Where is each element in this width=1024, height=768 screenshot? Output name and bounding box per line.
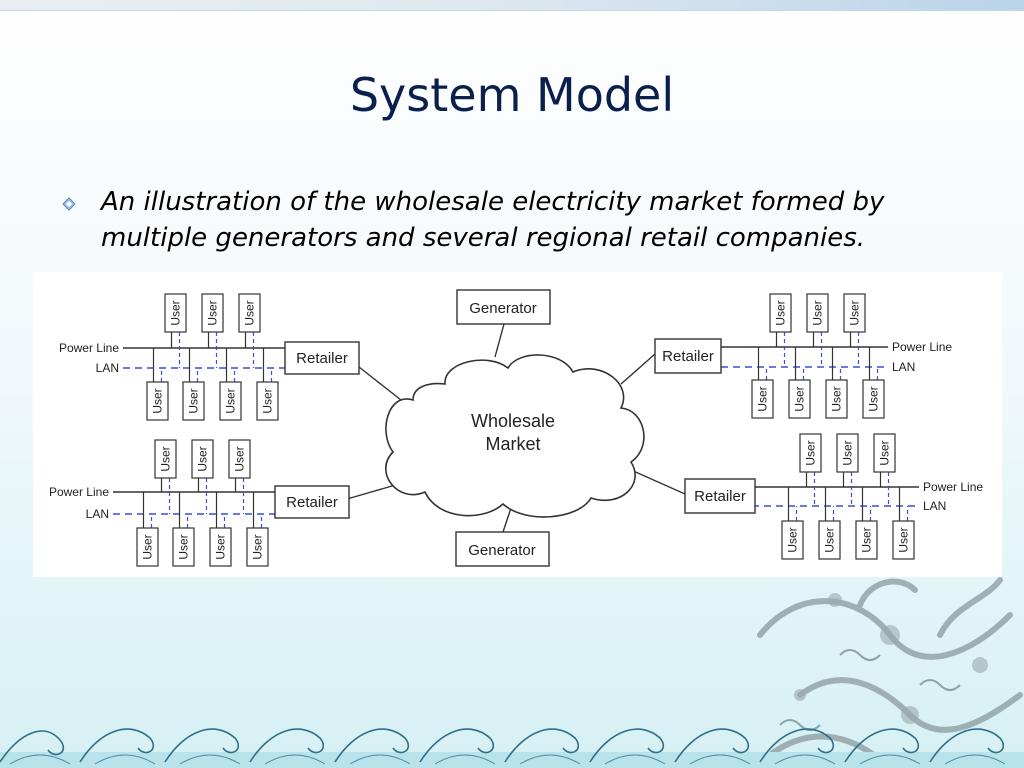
user-label: User	[251, 534, 265, 559]
user-box	[862, 379, 885, 419]
user-label: User	[159, 446, 173, 471]
connector-retailer-bl	[346, 483, 400, 500]
generator-label-bottom: Generator	[468, 542, 536, 559]
user-box	[172, 527, 195, 567]
retailer-label: Retailer	[286, 494, 338, 511]
user-label: User	[897, 527, 911, 552]
retailer-box	[274, 485, 350, 519]
wholesale-market-cloud	[385, 354, 645, 518]
user-label: User	[756, 386, 770, 411]
retailer-box	[284, 341, 360, 375]
user-label: User	[804, 440, 818, 465]
user-label: User	[823, 527, 837, 552]
user-box	[825, 379, 848, 419]
connector-generator-top	[494, 323, 505, 358]
top-accent-bar	[0, 0, 1024, 10]
user-label: User	[233, 446, 247, 471]
user-box	[228, 439, 251, 479]
user-box	[238, 293, 261, 333]
bullet-text: An illustration of the wholesale electri…	[101, 187, 885, 253]
power-line-label: Power Line	[59, 341, 119, 355]
diamond-bullet-icon	[62, 197, 76, 211]
user-label: User	[867, 386, 881, 411]
power-line-label: Power Line	[892, 340, 952, 354]
connector-retailer-br	[630, 469, 686, 495]
retailer-label: Retailer	[694, 488, 746, 505]
dragon-decoration	[757, 577, 1023, 763]
power-line-label: Power Line	[923, 480, 983, 494]
user-box	[256, 381, 279, 421]
user-label: User	[206, 300, 220, 325]
wave-border-decoration	[0, 728, 1024, 768]
user-label: User	[187, 388, 201, 413]
user-label: User	[177, 534, 191, 559]
user-label: User	[878, 440, 892, 465]
retailer-label: Retailer	[296, 350, 348, 367]
lan-label: LAN	[892, 360, 915, 374]
user-label: User	[243, 300, 257, 325]
market-label-line1: Wholesale	[471, 411, 555, 431]
user-label: User	[830, 386, 844, 411]
user-box	[219, 381, 242, 421]
user-box	[806, 293, 829, 333]
user-label: User	[214, 534, 228, 559]
user-box	[855, 520, 878, 560]
user-box	[136, 527, 159, 567]
generator-box-top: Generator	[456, 289, 551, 325]
user-box	[769, 293, 792, 333]
user-box	[154, 439, 177, 479]
slide-title: System Model	[349, 68, 675, 122]
user-box	[836, 433, 859, 473]
user-box	[843, 293, 866, 333]
lan-label: LAN	[923, 499, 946, 513]
user-label: User	[169, 300, 183, 325]
user-box	[818, 520, 841, 560]
retailer-label: Retailer	[662, 348, 714, 365]
user-box	[781, 520, 804, 560]
user-box	[246, 527, 269, 567]
user-label: User	[786, 527, 800, 552]
user-label: User	[811, 300, 825, 325]
market-diagram: Wholesale Market Generator Generator Pow…	[33, 272, 1002, 577]
connector-retailer-tl	[358, 366, 402, 401]
user-box	[146, 381, 169, 421]
user-box	[751, 379, 774, 419]
user-box	[799, 433, 822, 473]
user-box	[892, 520, 915, 560]
user-label: User	[196, 446, 210, 471]
top-accent-line	[0, 10, 1024, 11]
user-box	[182, 381, 205, 421]
user-label: User	[774, 300, 788, 325]
retailer-box	[654, 338, 722, 374]
user-box	[788, 379, 811, 419]
user-label: User	[841, 440, 855, 465]
user-label: User	[141, 534, 155, 559]
user-box	[201, 293, 224, 333]
lan-label: LAN	[86, 507, 109, 521]
user-label: User	[261, 388, 275, 413]
retailer-box	[684, 478, 756, 514]
user-label: User	[793, 386, 807, 411]
lan-label: LAN	[96, 361, 119, 375]
user-label: User	[224, 388, 238, 413]
market-label-line2: Market	[485, 434, 540, 454]
user-label: User	[151, 388, 165, 413]
user-box	[191, 439, 214, 479]
generator-box-bottom: Generator	[455, 531, 550, 567]
user-box	[209, 527, 232, 567]
user-label: User	[860, 527, 874, 552]
user-label: User	[848, 300, 862, 325]
user-box	[873, 433, 896, 473]
generator-label-top: Generator	[469, 300, 537, 317]
power-line-label: Power Line	[49, 485, 109, 499]
user-box	[164, 293, 187, 333]
market-diagram-canvas: Wholesale Market Generator Generator Pow…	[49, 289, 983, 567]
connector-retailer-tr	[620, 353, 656, 385]
